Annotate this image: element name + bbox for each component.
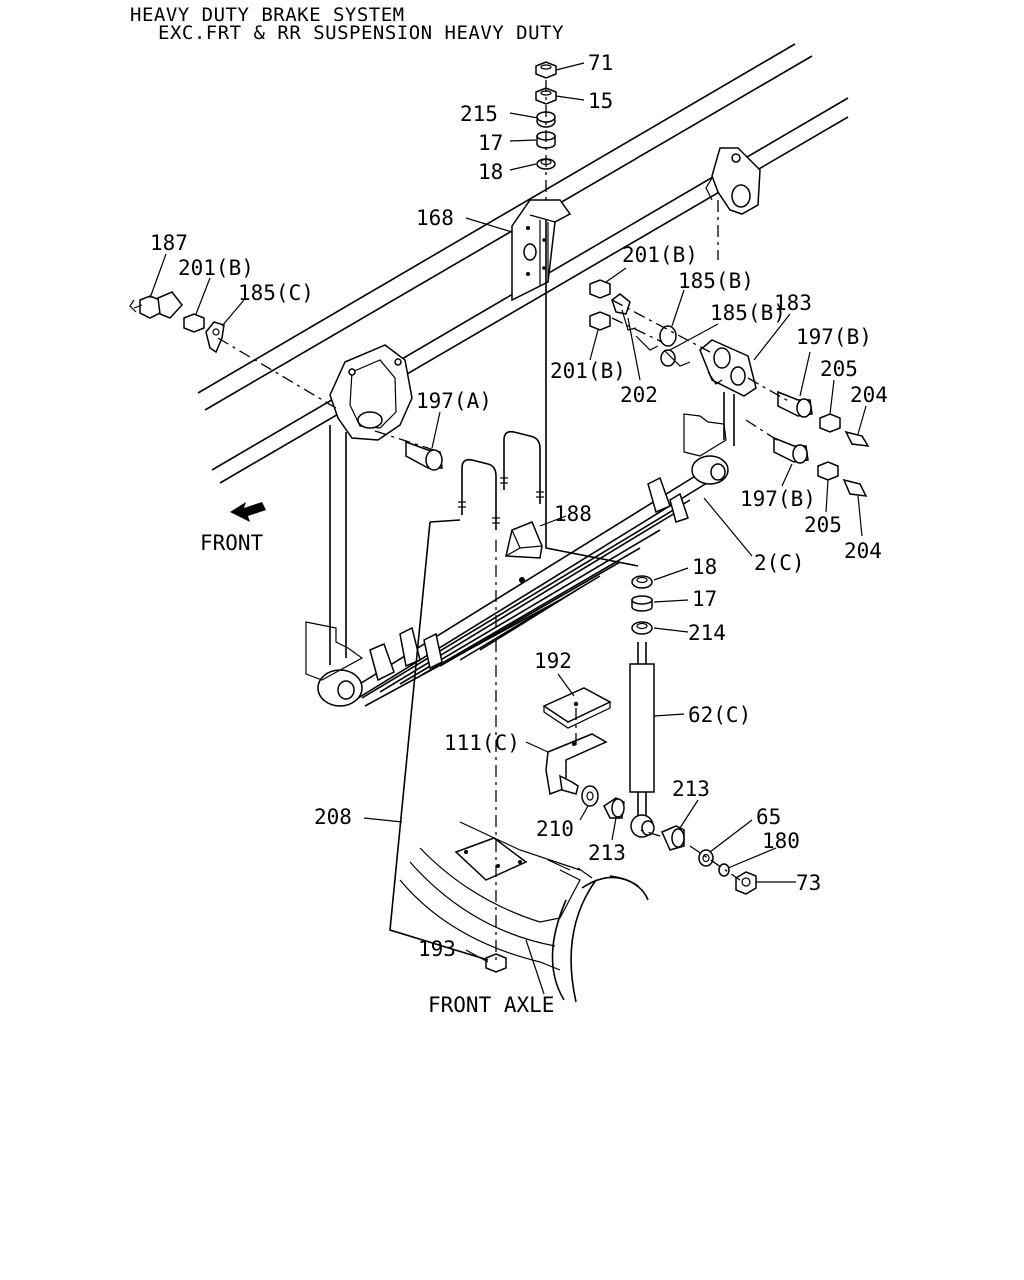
bolt-197b-top — [777, 390, 813, 418]
fitting-204-top — [844, 430, 870, 447]
front-axle — [399, 821, 649, 1003]
diagram-title: HEAVY DUTY BRAKE SYSTEM — [130, 4, 405, 26]
shock-upper-bracket — [511, 199, 572, 302]
leader-lines — [149, 62, 867, 995]
nut-201b-right-top — [589, 279, 611, 299]
washer-180 — [718, 863, 730, 877]
label-168: 168 — [416, 206, 454, 230]
label-187: 187 — [150, 231, 188, 255]
label-188: 188 — [554, 502, 592, 526]
assembly-lines — [217, 80, 791, 961]
label-197a: 197(A) — [416, 389, 492, 413]
top-nut-71 — [535, 61, 557, 79]
label-205-top: 205 — [820, 357, 858, 381]
clip-185b-mid-a — [659, 325, 677, 347]
clip-185b-mid-b — [660, 349, 676, 367]
nut-73 — [735, 871, 757, 895]
label-18-top: 18 — [478, 160, 503, 184]
label-111c: 111(C) — [444, 731, 520, 755]
label-201b-right-bottom: 201(B) — [550, 359, 626, 383]
fitting-204-bottom — [842, 478, 868, 497]
nut-201b-right-bottom — [589, 311, 611, 331]
bolt-197a — [405, 440, 443, 471]
label-183: 183 — [774, 291, 812, 315]
clip-185c — [205, 321, 225, 354]
label-215: 215 — [460, 102, 498, 126]
bushing-17-bottom — [631, 595, 653, 612]
bolt-197b-bottom — [773, 436, 809, 464]
label-17-bottom: 17 — [692, 587, 717, 611]
u-bolt-rear — [500, 430, 544, 504]
label-185c: 185(C) — [238, 281, 314, 305]
front-spring-bracket — [329, 344, 413, 441]
retainer-18-bottom — [631, 575, 653, 589]
label-208: 208 — [314, 805, 352, 829]
label-65: 65 — [756, 805, 781, 829]
shock-absorber — [629, 642, 655, 838]
nut-205-top — [819, 413, 841, 433]
u-bolt-front — [458, 458, 500, 530]
washer-65 — [698, 849, 714, 867]
diagram-subtitle: EXC.FRT & RR SUSPENSION HEAVY DUTY — [158, 22, 564, 44]
label-202: 202 — [620, 383, 658, 407]
label-192: 192 — [534, 649, 572, 673]
nut-201b-left — [183, 313, 205, 333]
label-73: 73 — [796, 871, 821, 895]
label-2c: 2(C) — [754, 551, 805, 575]
shackle-right — [683, 413, 727, 457]
plate-192 — [542, 687, 612, 729]
label-197b-bottom: 197(B) — [740, 487, 816, 511]
label-185b-mid: 185(B) — [710, 301, 786, 325]
label-197b-top: 197(B) — [796, 325, 872, 349]
label-214: 214 — [688, 621, 726, 645]
label-193: 193 — [418, 937, 456, 961]
spacer-188 — [505, 521, 543, 559]
leaf-spring — [317, 455, 729, 707]
part-labels: 71 15 215 17 18 168 187 201(B) 185(C) 20… — [150, 51, 888, 1017]
label-213-top: 213 — [672, 777, 710, 801]
bracket-183 — [699, 339, 757, 397]
label-201b-left: 201(B) — [178, 256, 254, 280]
label-201b-right-top: 201(B) — [622, 243, 698, 267]
label-185b-top: 185(B) — [678, 269, 754, 293]
bushing-213-lower — [603, 797, 625, 819]
label-213-bottom: 213 — [588, 841, 626, 865]
label-18-bottom: 18 — [692, 555, 717, 579]
nut-193 — [485, 953, 507, 973]
bushing-213-upper — [661, 825, 685, 851]
label-210: 210 — [536, 817, 574, 841]
shackle-left — [305, 621, 364, 681]
rear-spring-hanger — [705, 147, 761, 215]
label-204-bottom: 204 — [844, 539, 882, 563]
bolt-210-stud — [559, 774, 579, 795]
label-180: 180 — [762, 829, 800, 853]
label-front: FRONT — [200, 531, 264, 555]
label-204-top: 204 — [850, 383, 888, 407]
label-17-top: 17 — [478, 131, 503, 155]
clip-185b-top — [611, 293, 637, 331]
nut-210 — [581, 785, 599, 807]
label-71: 71 — [588, 51, 613, 75]
nut-205-bottom — [817, 461, 839, 481]
label-205-bottom: 205 — [804, 513, 842, 537]
label-62c: 62(C) — [688, 703, 751, 727]
front-direction-arrow — [230, 502, 266, 522]
washer-214 — [631, 621, 653, 635]
label-15: 15 — [588, 89, 613, 113]
label-front-axle: FRONT AXLE — [428, 993, 554, 1017]
fitting-187 — [129, 291, 183, 319]
